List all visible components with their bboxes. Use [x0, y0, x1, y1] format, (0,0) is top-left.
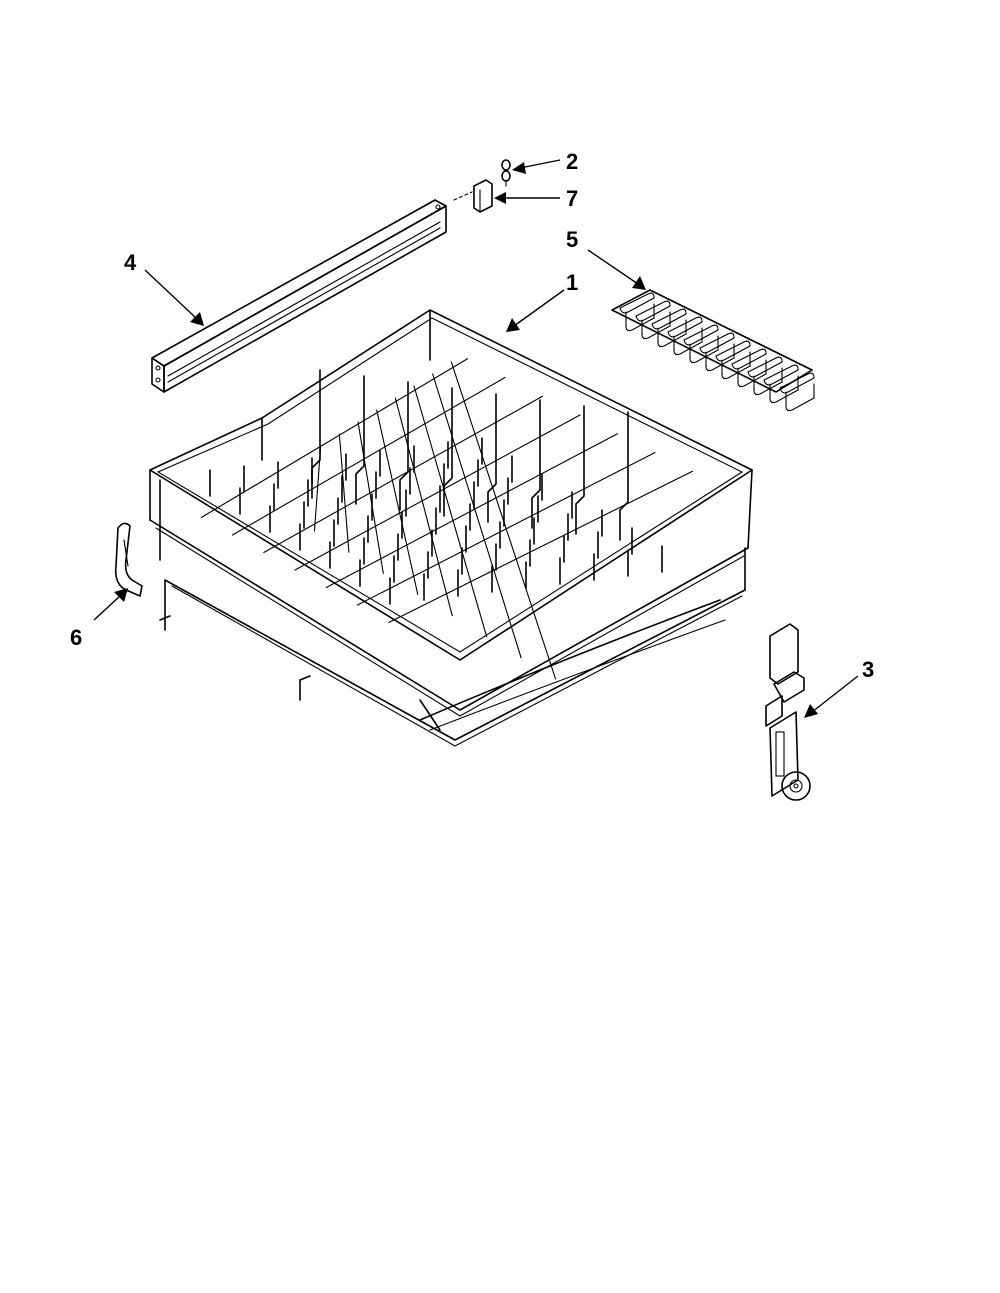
callout-7: 7 — [566, 186, 578, 211]
callout-1: 1 — [566, 270, 578, 295]
rack-grid-wire — [338, 433, 350, 553]
part-1-upper-rack — [149, 309, 753, 747]
rack-grid-wire — [357, 421, 384, 574]
rack-tall-tine — [487, 393, 497, 523]
tine-loop — [699, 332, 735, 372]
rack-grid-wire — [376, 409, 419, 595]
rack-grid-wire — [394, 397, 453, 617]
part-7-end-cap — [453, 179, 493, 213]
part-6-latch-clip — [114, 522, 143, 597]
callout-2: 2 — [566, 149, 578, 174]
tine-loop — [779, 372, 815, 412]
part-4-rack-rail — [151, 199, 447, 393]
rack-tall-tine — [531, 399, 541, 529]
part-2-clip — [501, 159, 511, 187]
rack-tall-tine — [355, 375, 365, 505]
tine-loop — [731, 348, 767, 388]
rack-tall-tine — [311, 369, 321, 499]
tine-loop — [763, 364, 799, 404]
rack-tall-tine — [443, 387, 453, 517]
part-5-tine-row — [611, 289, 815, 412]
rack-tall-tine — [619, 411, 629, 541]
rack-grid-wire — [432, 373, 522, 659]
callout-labels: 2 7 5 1 4 6 3 — [70, 149, 874, 682]
tine-loop — [715, 340, 751, 380]
rack-grid-wire — [294, 414, 581, 571]
callout-6: 6 — [70, 625, 82, 650]
part-3-rack-adjuster — [765, 623, 811, 801]
tine-loop — [683, 324, 719, 364]
tine-loop — [747, 356, 783, 396]
tine-loop — [667, 316, 703, 356]
rack-grid-wire — [200, 358, 469, 519]
tine-loop — [619, 292, 655, 332]
tine-loop — [635, 300, 671, 340]
leader-lines — [93, 159, 859, 718]
rack-grid-wire — [413, 385, 488, 638]
rack-tall-tine — [399, 381, 409, 511]
rack-grid-wire — [325, 433, 619, 589]
rack-grid-wire — [388, 470, 694, 624]
tine-loop — [651, 308, 687, 348]
callout-4: 4 — [124, 250, 137, 275]
rack-grid-wire — [356, 451, 656, 606]
rack-tall-tine — [575, 405, 585, 535]
callout-5: 5 — [566, 227, 578, 252]
callout-3: 3 — [862, 657, 874, 682]
rack-grid-wire — [231, 376, 506, 536]
